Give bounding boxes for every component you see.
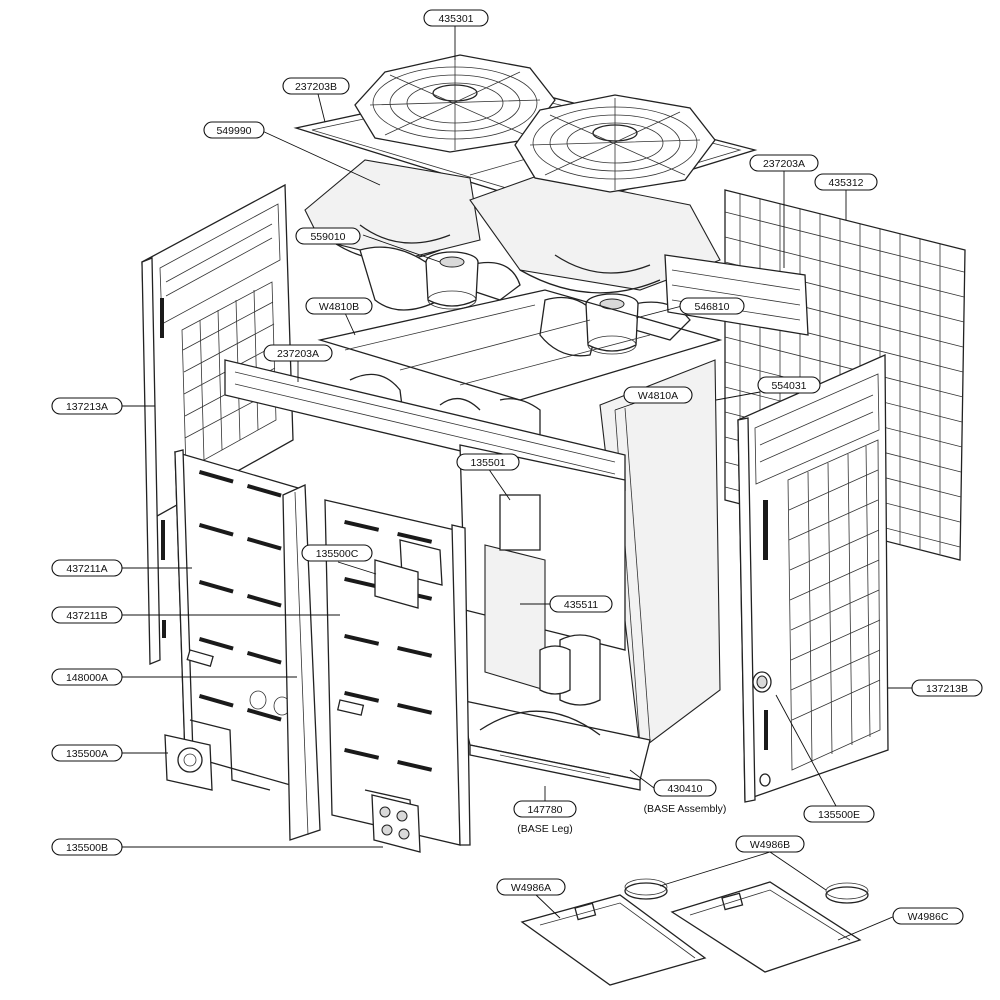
callout-135500C: 135500C bbox=[301, 544, 373, 562]
callout-W4986B: W4986B bbox=[735, 835, 805, 853]
svg-text:559010: 559010 bbox=[310, 231, 345, 243]
fan-blades bbox=[359, 246, 691, 357]
svg-text:237203A: 237203A bbox=[763, 158, 805, 170]
service-cover bbox=[374, 559, 419, 609]
svg-text:554031: 554031 bbox=[771, 380, 806, 392]
callout-435312: 435312 bbox=[814, 173, 878, 191]
svg-text:137213A: 137213A bbox=[66, 401, 108, 413]
svg-text:237203A: 237203A bbox=[277, 348, 319, 360]
callout-437211B: 437211B bbox=[51, 606, 123, 624]
svg-text:435511: 435511 bbox=[564, 599, 598, 611]
svg-text:237203B: 237203B bbox=[295, 81, 337, 93]
rubber-pads bbox=[624, 878, 869, 904]
svg-text:435301: 435301 bbox=[438, 13, 473, 25]
callout-W4810B: W4810B bbox=[305, 297, 373, 315]
pipe-cover-b bbox=[371, 794, 421, 853]
svg-text:435312: 435312 bbox=[828, 177, 863, 189]
fan-motors bbox=[425, 251, 639, 355]
callout-559010: 559010 bbox=[295, 227, 361, 245]
callout-430410: 430410 (BASE Assembly) bbox=[644, 779, 727, 815]
base-leg bbox=[469, 744, 641, 791]
callout-W4810A: W4810A bbox=[623, 386, 693, 404]
svg-text:W4810A: W4810A bbox=[638, 390, 678, 402]
callout-148000A: 148000A bbox=[51, 668, 123, 686]
bottom-plate-c bbox=[670, 881, 862, 973]
svg-text:135501: 135501 bbox=[470, 457, 505, 469]
svg-text:135500A: 135500A bbox=[66, 748, 108, 760]
svg-text:430410: 430410 bbox=[667, 783, 702, 795]
svg-text:546810: 546810 bbox=[694, 301, 729, 313]
callout-237203A-front: 237203A bbox=[263, 344, 333, 362]
svg-text:135500E: 135500E bbox=[818, 809, 860, 821]
callout-435511: 435511 bbox=[549, 595, 613, 613]
svg-text:W4986A: W4986A bbox=[511, 882, 551, 894]
callout-437211A: 437211A bbox=[51, 559, 123, 577]
svg-text:135500C: 135500C bbox=[316, 548, 359, 560]
svg-text:549990: 549990 bbox=[216, 125, 251, 137]
svg-text:W4810B: W4810B bbox=[319, 301, 359, 313]
callout-137213B: 137213B bbox=[911, 679, 983, 697]
fan-guard-left bbox=[354, 54, 556, 153]
callout-135500E: 135500E bbox=[803, 805, 875, 823]
caption-base-assembly: (BASE Assembly) bbox=[644, 803, 727, 815]
front-panel-right bbox=[324, 499, 471, 846]
svg-text:437211B: 437211B bbox=[66, 610, 107, 622]
svg-text:135500B: 135500B bbox=[66, 842, 108, 854]
svg-text:137213B: 137213B bbox=[926, 683, 968, 695]
svg-text:W4986B: W4986B bbox=[750, 839, 790, 851]
middle-pillar bbox=[282, 484, 321, 841]
svg-text:437211A: 437211A bbox=[66, 563, 107, 575]
bottom-plate-a bbox=[520, 894, 707, 986]
svg-text:W4986C: W4986C bbox=[908, 911, 949, 923]
callout-135500B: 135500B bbox=[51, 838, 123, 856]
callout-237203B: 237203B bbox=[282, 77, 350, 95]
svg-text:147780: 147780 bbox=[527, 804, 562, 816]
callout-237203A-top: 237203A bbox=[749, 154, 819, 172]
callout-435301: 435301 bbox=[423, 9, 489, 27]
front-panel-left bbox=[174, 449, 309, 791]
callout-137213A: 137213A bbox=[51, 397, 123, 415]
right-side-panel bbox=[737, 354, 889, 803]
left-side-panel bbox=[141, 183, 294, 665]
callout-W4986C: W4986C bbox=[892, 907, 964, 925]
callout-135501: 135501 bbox=[456, 453, 520, 471]
callout-147780: 147780 (BASE Leg) bbox=[513, 800, 577, 835]
caption-base-leg: (BASE Leg) bbox=[517, 823, 572, 835]
fan-guard-right bbox=[514, 94, 716, 193]
svg-text:148000A: 148000A bbox=[66, 672, 108, 684]
callout-549990: 549990 bbox=[203, 121, 265, 139]
callout-135500A: 135500A bbox=[51, 744, 123, 762]
pipe-cover-a bbox=[164, 734, 213, 791]
callout-W4986A: W4986A bbox=[496, 878, 566, 896]
callout-554031: 554031 bbox=[757, 376, 821, 394]
callout-546810: 546810 bbox=[679, 297, 745, 315]
